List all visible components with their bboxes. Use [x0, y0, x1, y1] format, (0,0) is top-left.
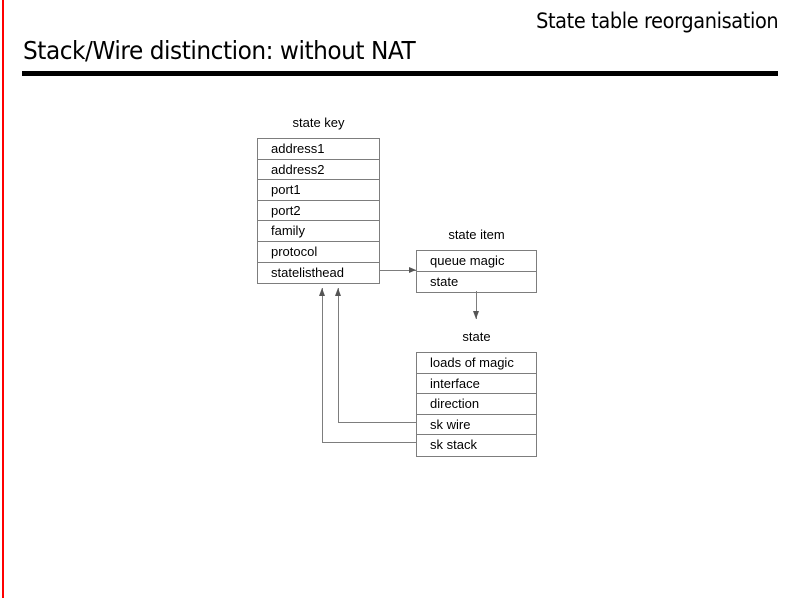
- state-key-row: statelisthead: [271, 264, 344, 280]
- connector-state-item-to-state: [476, 291, 477, 319]
- state-key-caption: state key: [292, 115, 345, 130]
- state-key-row: address1: [258, 139, 379, 160]
- state-row: sk wire: [417, 415, 536, 436]
- state-row: direction: [417, 394, 536, 415]
- arrow-right-icon: [409, 266, 416, 273]
- state-row: interface: [417, 374, 536, 395]
- arrow-down-icon: [472, 311, 479, 319]
- state-key-row: family: [258, 221, 379, 242]
- state-key-row: port2: [258, 201, 379, 222]
- state-item-struct: queue magic state: [416, 250, 537, 294]
- state-item-row: state: [430, 273, 459, 289]
- page-title: Stack/Wire distinction: without NAT: [23, 36, 416, 65]
- state-key-struct: address1 address2 port1 port2 family pro…: [257, 138, 380, 285]
- left-accent-bar: [2, 0, 4, 598]
- title-divider: [22, 71, 778, 76]
- state-row: loads of magic: [417, 353, 536, 374]
- state-item-caption: state item: [448, 227, 505, 242]
- state-key-row: protocol: [258, 242, 379, 263]
- state-key-row: port1: [258, 180, 379, 201]
- state-struct: loads of magic interface direction sk wi…: [416, 352, 537, 457]
- arrow-up-icon: [318, 288, 325, 296]
- arrow-up-icon: [334, 288, 341, 296]
- state-key-row: address2: [258, 160, 379, 181]
- connector-sk-stack-vertical: [322, 288, 323, 442]
- connector-sk-wire-vertical: [338, 288, 339, 422]
- state-item-row: queue magic: [417, 251, 536, 272]
- header-title: State table reorganisation: [535, 9, 779, 33]
- state-row: sk stack: [430, 437, 477, 453]
- connector-sk-stack-horizontal: [322, 442, 416, 443]
- connector-sk-wire-horizontal: [338, 422, 416, 423]
- state-caption: state: [462, 329, 491, 344]
- connector-statelisthead-to-state-item: [380, 270, 416, 271]
